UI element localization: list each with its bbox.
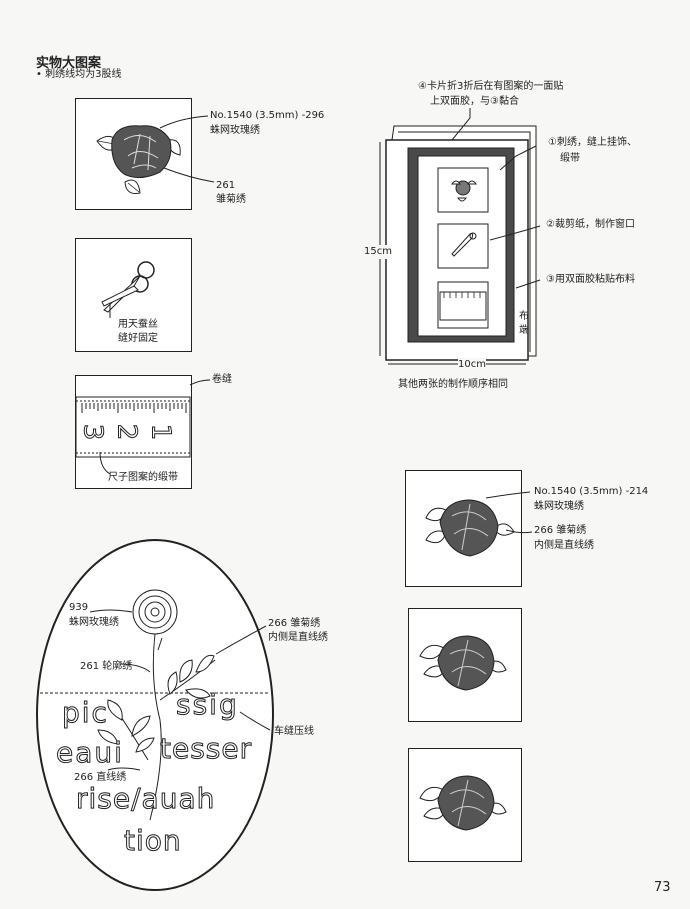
background-showthrough	[180, 50, 190, 75]
page-number: 73	[654, 880, 671, 895]
card-step2: ②裁剪纸，制作窗口	[546, 219, 635, 230]
word-pic: pic	[62, 696, 109, 730]
card-step1-line1: ①刺绣，缝上挂饰、	[548, 137, 637, 148]
card-caption: 其他两张的制作顺序相同	[398, 379, 508, 390]
scissors-note-line1: 用天蚕丝	[118, 319, 158, 330]
rose-pattern-box	[75, 98, 192, 210]
thread-note: • 刺绣线均为3股线	[36, 69, 122, 80]
card-width: 10cm	[458, 358, 486, 372]
ruler-caption: 尺子图案的缎带	[108, 472, 178, 483]
rose2-code: No.1540 (3.5mm) -214	[534, 486, 649, 497]
stem-stitch: 261 轮廓绣	[80, 661, 133, 672]
rose1-leaf-stitch: 雏菊绣	[216, 194, 246, 205]
straight-stitch: 266 直线绣	[74, 772, 127, 783]
oval-leaf-code: 266 雏菊绣	[268, 618, 321, 629]
word-rise-auah: rise/auah	[75, 782, 216, 816]
spiral-code: 939	[69, 602, 89, 613]
ruler-label: 卷缝	[212, 374, 232, 385]
card-step4-line2: 上双面胶，与③黏合	[430, 96, 519, 107]
card-step4-line1: ④卡片折3折后在有图案的一面贴	[418, 81, 564, 92]
ruler-number-3: 3	[77, 423, 108, 441]
ruler-number-1: 1	[145, 423, 176, 441]
rose-box-2	[408, 608, 522, 722]
seam-label: 车缝压线	[274, 726, 314, 737]
scissors-note-line2: 缝好固定	[118, 333, 158, 344]
card-step1-line2: 缎带	[560, 153, 580, 164]
word-tesser: tesser	[159, 732, 253, 766]
rose2-leaf-note: 内侧是直线绣	[534, 540, 594, 551]
cloth-end-1: 布	[519, 311, 529, 322]
ruler-number-2: 2	[111, 423, 142, 441]
rose1-code: No.1540 (3.5mm) -296	[210, 110, 325, 121]
card-height: 15cm	[364, 245, 392, 259]
word-tion: tion	[124, 824, 182, 858]
rose-box-3	[408, 748, 522, 862]
card-step3: ③用双面胶粘贴布料	[546, 274, 635, 285]
rose1-leaf-code: 261	[216, 180, 236, 191]
rose2-leaf-code: 266 雏菊绣	[534, 525, 587, 536]
page-title: 实物大图案	[36, 56, 102, 71]
scissors-charm-box	[75, 238, 192, 352]
rose2-stitch: 蛛网玫瑰绣	[534, 501, 584, 512]
rose1-stitch: 蛛网玫瑰绣	[210, 125, 260, 136]
oval-leaf-note: 内侧是直线绣	[268, 632, 328, 643]
word-eaui: eaui	[56, 736, 124, 770]
cloth-end-2: 端	[519, 325, 529, 336]
word-ssig: ssig	[176, 688, 239, 722]
rose-box-1	[405, 470, 522, 587]
spiral-stitch: 蛛网玫瑰绣	[69, 617, 119, 628]
